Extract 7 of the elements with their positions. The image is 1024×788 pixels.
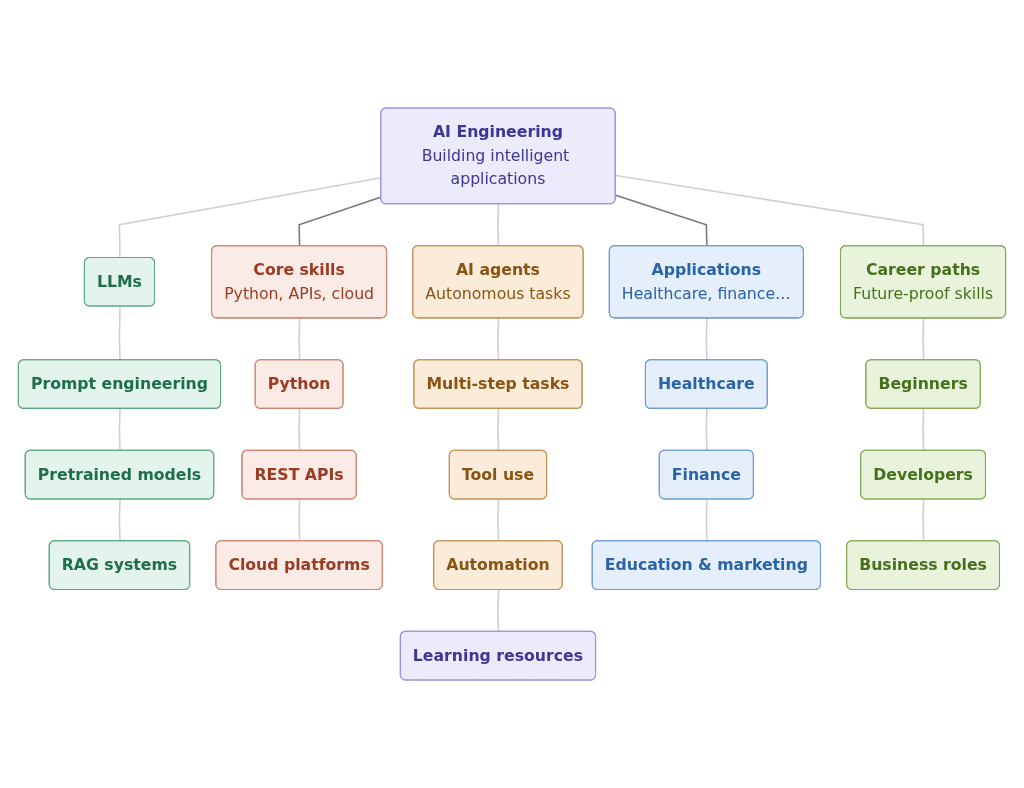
connector [298, 408, 301, 452]
connector [497, 408, 500, 452]
connector [922, 408, 925, 452]
connector [497, 589, 500, 633]
connector [705, 408, 708, 452]
connector [118, 408, 121, 452]
connector [497, 203, 500, 247]
